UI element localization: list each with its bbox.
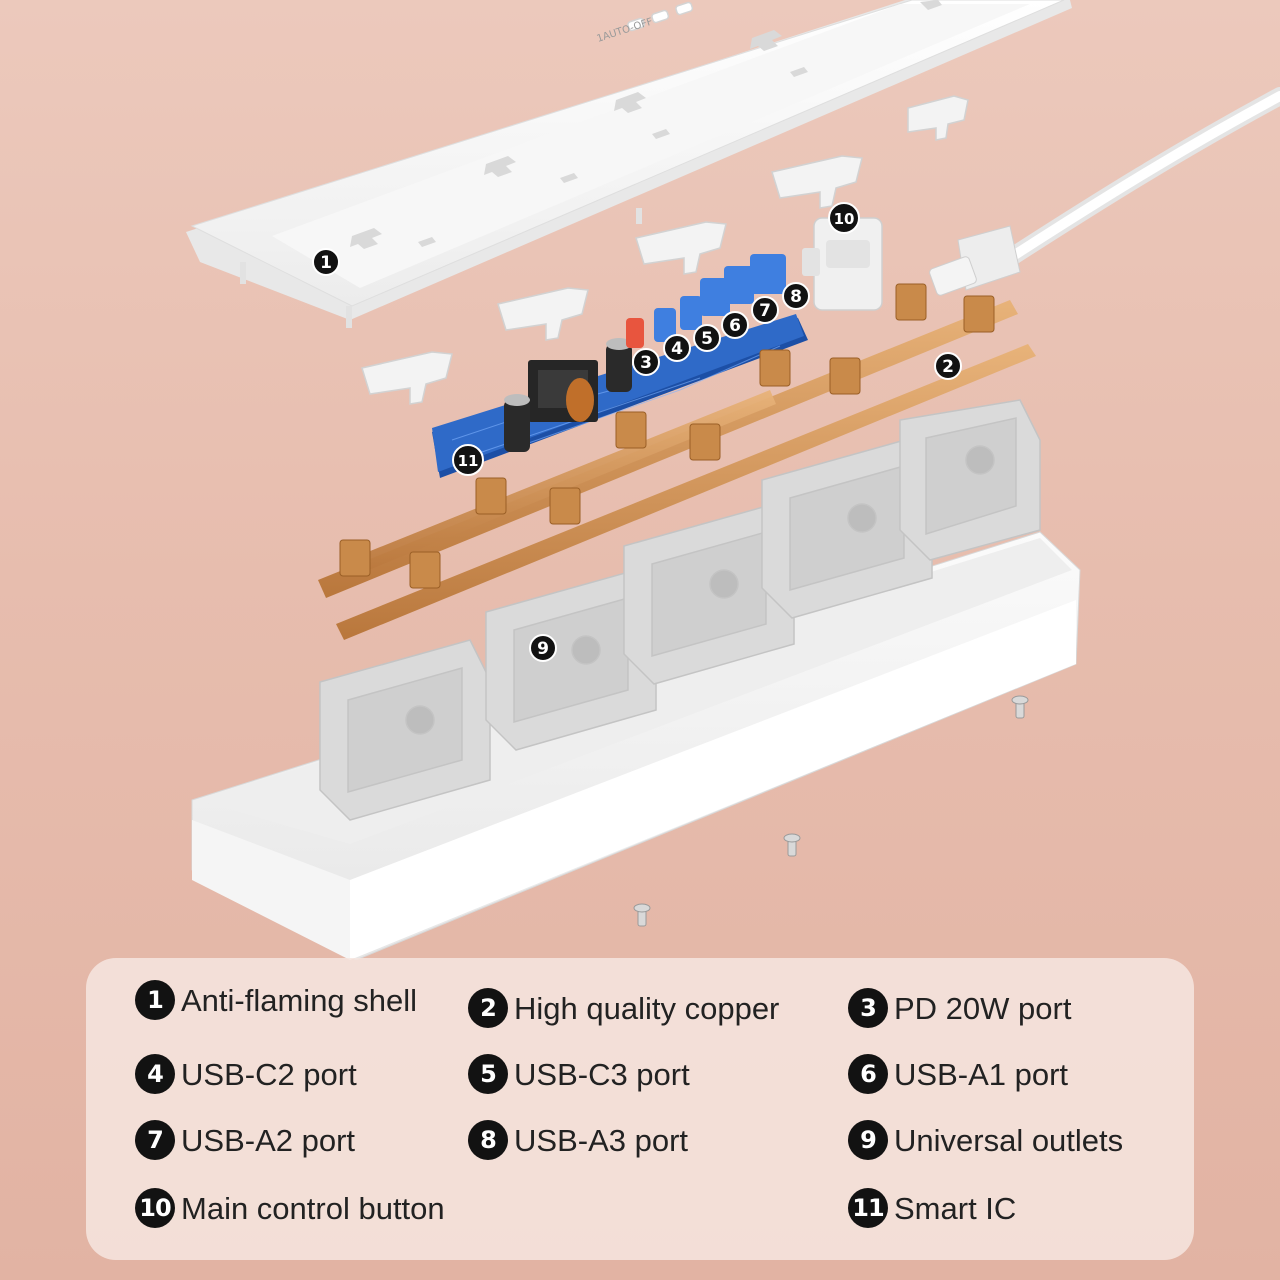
legend-item-usb-c2-port: 4 USB-C2 port bbox=[135, 1054, 357, 1094]
legend-number: 7 bbox=[135, 1120, 175, 1160]
callout-4: 4 bbox=[663, 334, 691, 362]
legend-label: USB-C2 port bbox=[181, 1056, 357, 1092]
usb-a1-port bbox=[700, 278, 730, 316]
legend-item-usb-a1-port: 6 USB-A1 port bbox=[848, 1054, 1068, 1094]
legend-label: Anti-flaming shell bbox=[181, 982, 418, 1018]
legend-label: PD 20W port bbox=[894, 990, 1072, 1026]
svg-text:8: 8 bbox=[790, 287, 802, 307]
callout-2: 2 bbox=[934, 352, 962, 380]
screws bbox=[633, 695, 1029, 927]
callout-11: 11 bbox=[452, 444, 484, 476]
usb-a3-port bbox=[750, 254, 786, 294]
legend-item-smart-ic: 11 Smart IC bbox=[848, 1188, 1016, 1228]
universal-outlet-modules bbox=[319, 399, 1041, 821]
legend-number: 1 bbox=[135, 980, 175, 1020]
svg-text:3: 3 bbox=[640, 353, 652, 373]
main-control-button-module bbox=[802, 217, 883, 311]
legend-item-usb-a3-port: 8 USB-A3 port bbox=[468, 1120, 688, 1160]
pcb-board bbox=[432, 254, 808, 478]
legend-label: Main control button bbox=[181, 1190, 445, 1226]
svg-text:2: 2 bbox=[942, 357, 954, 377]
legend-number: 6 bbox=[848, 1054, 888, 1094]
callout-7: 7 bbox=[751, 296, 779, 324]
legend-number: 10 bbox=[135, 1188, 175, 1228]
legend-number: 2 bbox=[468, 988, 508, 1028]
power-cord bbox=[929, 87, 1280, 296]
legend-number: 9 bbox=[848, 1120, 888, 1160]
legend-item-high-quality-copper: 2 High quality copper bbox=[468, 988, 779, 1028]
legend-item-pd-20w-port: 3 PD 20W port bbox=[848, 988, 1071, 1028]
legend-number: 3 bbox=[848, 988, 888, 1028]
auto-off-label: 1AUTO-OFF bbox=[596, 16, 655, 44]
legend-item-usb-a2-port: 7 USB-A2 port bbox=[135, 1120, 355, 1160]
svg-text:6: 6 bbox=[729, 316, 741, 336]
legend-item-universal-outlets: 9 Universal outlets bbox=[848, 1120, 1123, 1160]
svg-text:10: 10 bbox=[834, 210, 855, 228]
svg-text:9: 9 bbox=[537, 639, 549, 659]
top-shell: 1AUTO-OFF bbox=[186, 0, 1072, 328]
callout-10: 10 bbox=[828, 202, 860, 234]
usb-c2-port bbox=[654, 308, 676, 342]
svg-text:5: 5 bbox=[701, 329, 713, 349]
legend-label: USB-A1 port bbox=[894, 1056, 1069, 1092]
exploded-view-diagram: 1AUTO-OFF bbox=[186, 0, 1280, 960]
legend-number: 4 bbox=[135, 1054, 175, 1094]
legend-number: 11 bbox=[848, 1188, 888, 1228]
socket-shutters bbox=[361, 95, 969, 405]
svg-text:11: 11 bbox=[458, 452, 479, 470]
svg-text:7: 7 bbox=[759, 301, 771, 321]
legend-panel bbox=[86, 958, 1194, 1260]
legend-label: USB-C3 port bbox=[514, 1056, 690, 1092]
legend-number: 5 bbox=[468, 1054, 508, 1094]
legend-label: Smart IC bbox=[894, 1190, 1017, 1226]
usb-a2-port bbox=[724, 266, 754, 304]
legend-label: High quality copper bbox=[514, 990, 780, 1026]
legend-label: USB-A3 port bbox=[514, 1122, 689, 1158]
copper-busbars bbox=[318, 283, 1036, 640]
pd-20w-port bbox=[626, 318, 644, 348]
legend-label: USB-A2 port bbox=[181, 1122, 356, 1158]
legend-item-main-control-button: 10 Main control button bbox=[135, 1188, 445, 1228]
callout-6: 6 bbox=[721, 311, 749, 339]
svg-text:4: 4 bbox=[671, 339, 683, 359]
callout-8: 8 bbox=[782, 282, 810, 310]
callout-9: 9 bbox=[529, 634, 557, 662]
legend-number: 8 bbox=[468, 1120, 508, 1160]
callout-1: 1 bbox=[312, 248, 340, 276]
callout-3: 3 bbox=[632, 348, 660, 376]
legend-item-anti-flaming-shell: 1 Anti-flaming shell bbox=[135, 980, 417, 1020]
callout-5: 5 bbox=[693, 324, 721, 352]
svg-text:1: 1 bbox=[320, 253, 332, 273]
legend-label: Universal outlets bbox=[894, 1122, 1124, 1158]
legend-item-usb-c3-port: 5 USB-C3 port bbox=[468, 1054, 690, 1094]
usb-c3-port bbox=[680, 296, 702, 330]
